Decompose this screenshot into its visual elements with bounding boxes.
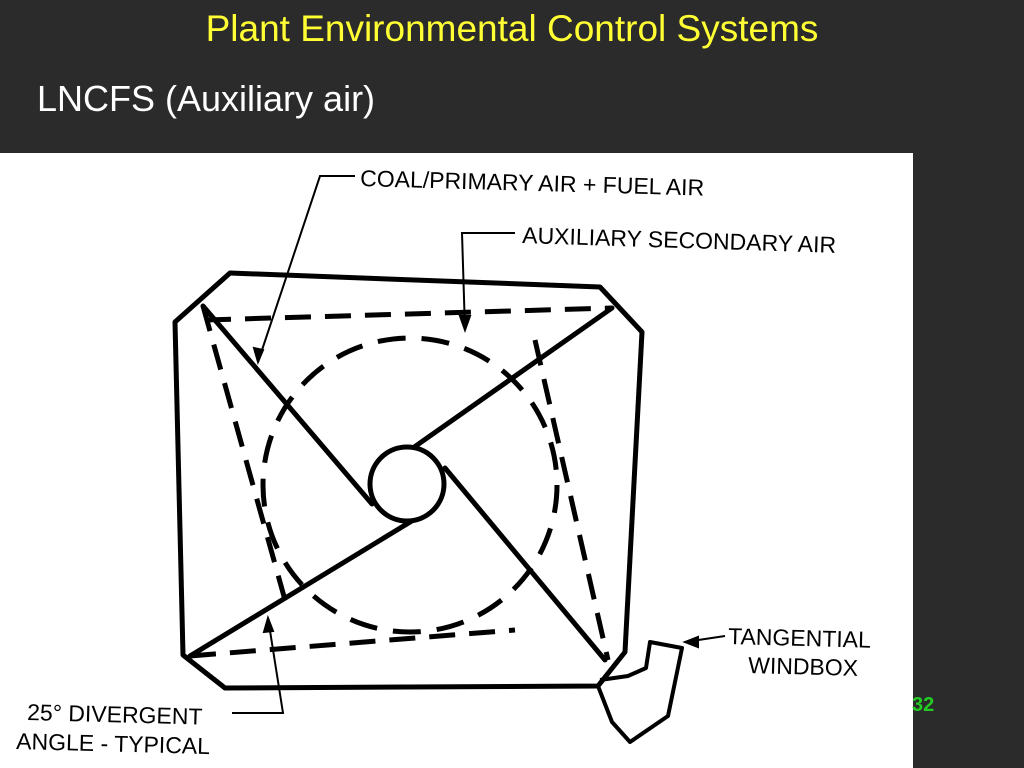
firing-circle: [367, 444, 447, 524]
leader-lines: [232, 175, 726, 714]
aux-jet-right: [532, 339, 611, 661]
label-angle-typical: ANGLE - TYPICAL: [16, 728, 211, 759]
aux-jet-bottom: [189, 627, 516, 659]
jet-bottom-left: [187, 513, 423, 659]
label-windbox: WINDBOX: [748, 652, 859, 681]
lncfs-diagram: COAL/PRIMARY AIR + FUEL AIR AUXILIARY SE…: [0, 153, 913, 768]
auxiliary-air-jets: [189, 305, 613, 661]
slide-title: Plant Environmental Control Systems: [205, 8, 819, 49]
slide-subtitle: LNCFS (Auxiliary air): [37, 78, 376, 119]
label-tangential: TANGENTIAL: [728, 623, 872, 653]
label-divergent: 25° DIVERGENT: [27, 699, 203, 730]
label-coal-primary-air: COAL/PRIMARY AIR + FUEL AIR: [360, 165, 705, 201]
jet-bottom-right: [442, 465, 608, 663]
label-auxiliary-secondary-air: AUXILIARY SECONDARY AIR: [522, 222, 837, 258]
fireball-circle: [260, 335, 560, 635]
aux-jet-left: [200, 305, 288, 601]
tangential-windbox: [596, 640, 684, 744]
aux-jet-top: [204, 305, 613, 323]
leader-aux-secondary: [460, 232, 515, 331]
leader-coal-primary: [257, 175, 355, 363]
page-number: 32: [912, 694, 935, 716]
leader-divergent: [232, 617, 285, 714]
